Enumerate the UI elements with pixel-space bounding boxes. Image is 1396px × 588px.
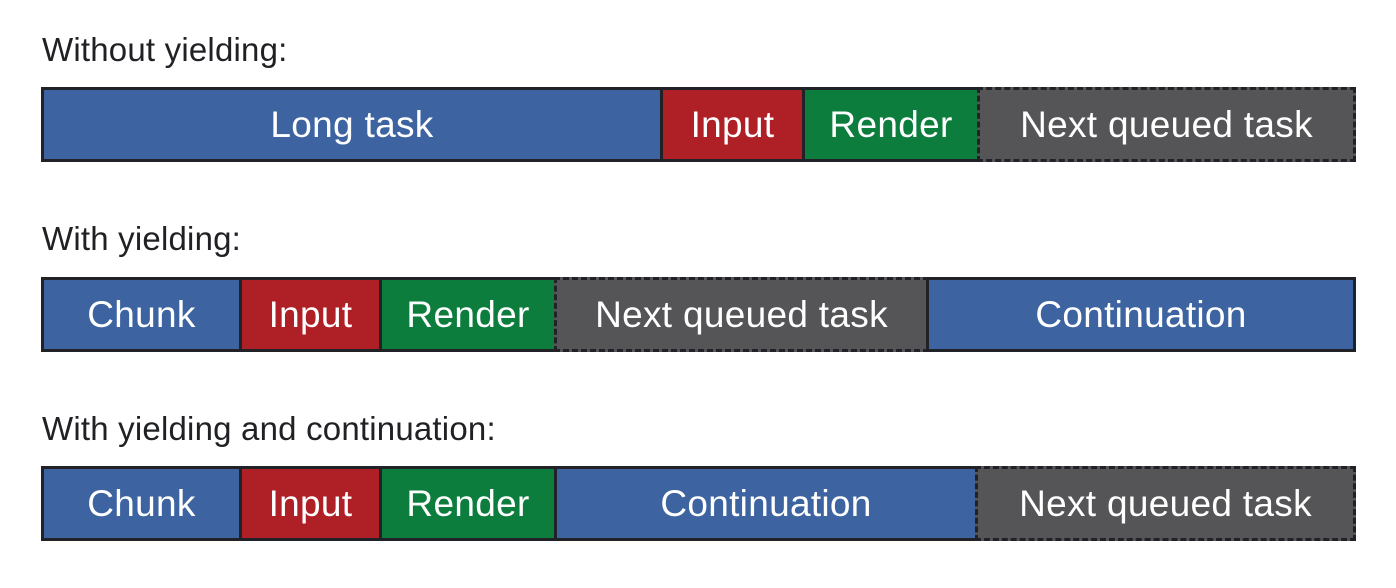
section-heading-with-yielding-and-continuation: With yielding and continuation: (42, 409, 496, 447)
segment-label-chunk: Chunk (87, 482, 196, 524)
section-heading-with-yielding: With yielding: (42, 220, 242, 258)
segment-render: Render (379, 465, 557, 541)
timeline-bar-with-yielding: Chunk Input Render Next queued task Continua… (41, 276, 1356, 352)
segment-render: Render (802, 87, 980, 163)
segment-next-queued-task: Next queued task (554, 276, 929, 352)
segment-input: Input (239, 465, 382, 541)
segment-render: Render (379, 276, 557, 352)
segment-input: Input (239, 276, 382, 352)
segment-label-render: Render (406, 482, 530, 524)
segment-label-input: Input (268, 293, 353, 335)
segment-chunk: Chunk (41, 465, 242, 541)
timeline-bar-with-yielding-and-continuation: Chunk Input Render Continuation Next queued … (41, 465, 1356, 541)
segment-next-queued-task: Next queued task (975, 465, 1356, 541)
segment-label-continuation: Continuation (660, 482, 872, 524)
segment-input: Input (660, 87, 805, 163)
segment-label-next-queued-task: Next queued task (1020, 104, 1313, 146)
segment-label-continuation: Continuation (1035, 293, 1247, 335)
segment-continuation: Continuation (926, 276, 1356, 352)
segment-label-render: Render (406, 293, 530, 335)
segment-chunk: Chunk (41, 276, 242, 352)
timeline-bar-without-yielding: Long task Input Render Next queued task (41, 87, 1356, 163)
segment-label-chunk: Chunk (87, 293, 196, 335)
section-with-yielding-and-continuation: With yielding and continuation: Chunk Inp… (41, 409, 1356, 541)
segment-label-long-task: Long task (270, 104, 434, 146)
segment-label-next-queued-task: Next queued task (595, 293, 888, 335)
section-heading-without-yielding: Without yielding: (42, 31, 288, 68)
segment-label-next-queued-task: Next queued task (1019, 482, 1312, 524)
segment-label-input: Input (268, 482, 353, 524)
segment-continuation: Continuation (554, 465, 978, 541)
section-without-yielding: Without yielding: Long task Input Render Ne… (41, 30, 1356, 163)
section-with-yielding: With yielding: Chunk Input Render Next queu… (41, 219, 1356, 352)
segment-label-render: Render (829, 104, 953, 146)
segment-label-input: Input (690, 104, 775, 146)
segment-next-queued-task: Next queued task (977, 87, 1356, 163)
segment-long-task: Long task (41, 87, 663, 163)
